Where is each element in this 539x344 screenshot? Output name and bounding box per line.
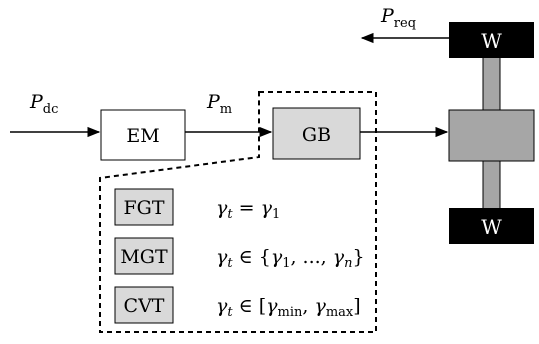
cvt-label: CVT — [124, 295, 165, 317]
fgt-ratio: γt = γ1 — [216, 197, 280, 222]
mgt-label: MGT — [120, 246, 168, 268]
cvt-box — [114, 286, 174, 324]
fgt-box — [114, 188, 174, 226]
wheel-top — [449, 22, 534, 58]
gb-block — [272, 107, 361, 160]
wheel-bottom — [449, 208, 534, 244]
axle-lower — [482, 157, 501, 213]
p-req-label: Preq — [380, 5, 416, 31]
em-block — [100, 109, 186, 161]
p-m-label: Pm — [206, 91, 232, 117]
wheel-bottom-label: W — [481, 215, 502, 239]
gearbox-options-outline — [99, 91, 377, 333]
mgt-ratio: γt ∈ {γ1, ..., γn} — [216, 246, 365, 271]
vehicle-body — [448, 109, 535, 162]
fgt-label: FGT — [123, 197, 164, 219]
em-label: EM — [126, 125, 159, 147]
cvt-ratio: γt ∈ [γmin, γmax] — [216, 295, 361, 320]
p-dc-label: Pdc — [29, 91, 58, 117]
wheel-top-label: W — [481, 29, 502, 53]
axle-upper — [482, 54, 501, 114]
mgt-box — [114, 237, 174, 275]
gb-label: GB — [302, 124, 331, 146]
